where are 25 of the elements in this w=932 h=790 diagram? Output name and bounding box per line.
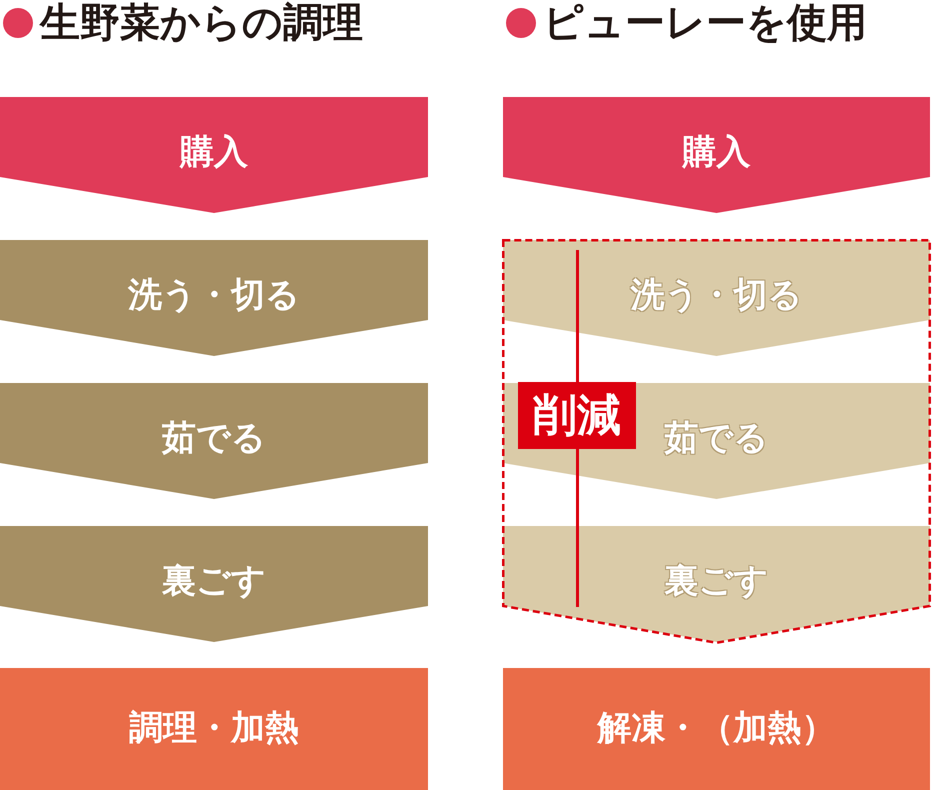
process-step [503,668,930,790]
step-label: 裏ごす [664,564,768,598]
step-label: 購入 [682,135,750,169]
column-heading: 生野菜からの調理 [40,3,363,43]
process-step [0,97,428,213]
process-step [0,668,428,790]
reduction-tag [518,382,636,449]
step-label: 洗う・切る [128,278,300,312]
process-step [0,526,428,642]
reduction-label: 削減 [533,394,621,438]
column-heading: ピューレーを使用 [543,3,867,43]
step-label: 裏ごす [162,564,266,598]
process-step [503,240,930,356]
step-label: 購入 [180,135,248,169]
process-step [0,240,428,356]
step-label: 洗う・切る [630,278,802,312]
dashed-frame [502,239,931,644]
process-step [503,383,930,499]
step-label: 調理・加熱 [129,711,299,745]
process-step [503,526,930,642]
step-label: 解凍・（加熱） [598,711,836,745]
step-label: 茹でる [162,421,266,455]
process-step [0,383,428,499]
process-step [503,97,930,213]
step-label: 茹でる [664,421,768,455]
